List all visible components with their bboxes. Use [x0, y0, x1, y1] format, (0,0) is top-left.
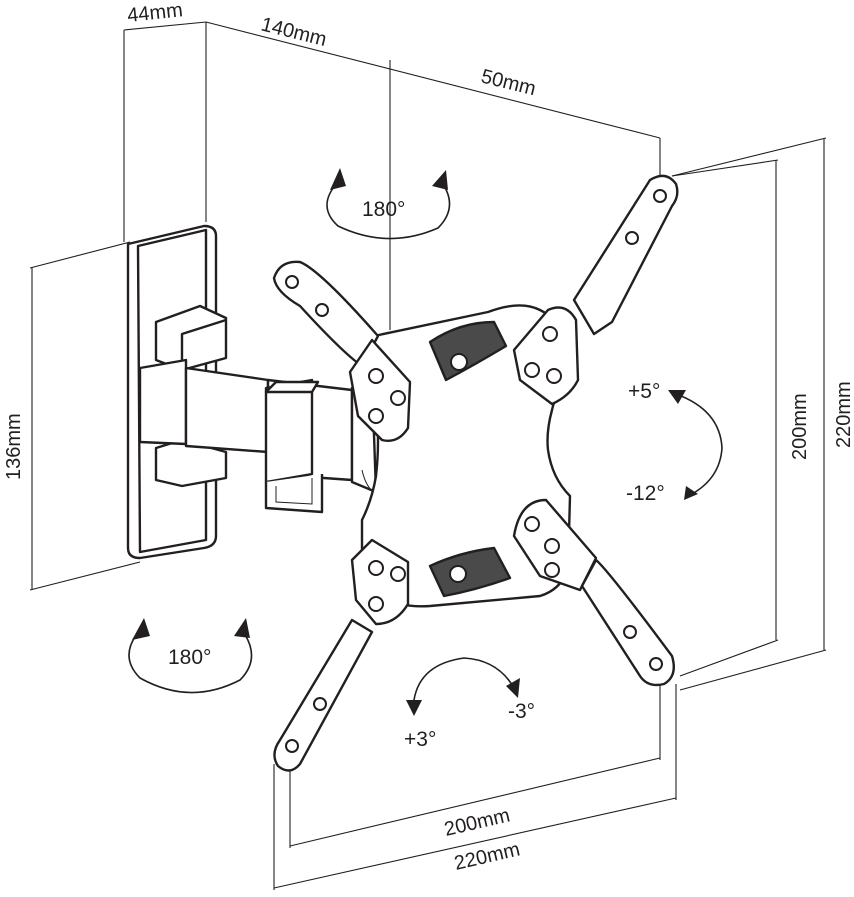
label-rotate-minus: -3°	[508, 700, 535, 723]
dimension-lines	[29, 21, 827, 890]
label-tilt-up: +5°	[628, 380, 660, 403]
angle-labels: 180° 180° +5° -12° +3° -3°	[168, 198, 665, 751]
label-wall-plate-height: 136mm	[3, 413, 25, 480]
label-arm-extension: 140mm	[259, 14, 329, 51]
label-swivel-top: 180°	[362, 198, 405, 221]
label-vesa-horizontal-inner: 200mm	[442, 804, 512, 840]
label-vesa-vertical-inner: 200mm	[789, 393, 811, 460]
label-swivel-bottom: 180°	[168, 646, 211, 669]
wall-plate-assembly	[126, 224, 378, 560]
label-rotate-plus: +3°	[404, 728, 436, 751]
label-vesa-vertical-outer: 220mm	[833, 381, 854, 448]
label-vesa-horizontal-outer: 220mm	[452, 838, 522, 874]
vesa-arms	[272, 174, 679, 772]
label-profile: 50mm	[479, 66, 538, 101]
label-wall-plate-depth: 44mm	[126, 0, 184, 27]
label-tilt-down: -12°	[626, 482, 665, 505]
rotation-arrows	[128, 168, 723, 716]
